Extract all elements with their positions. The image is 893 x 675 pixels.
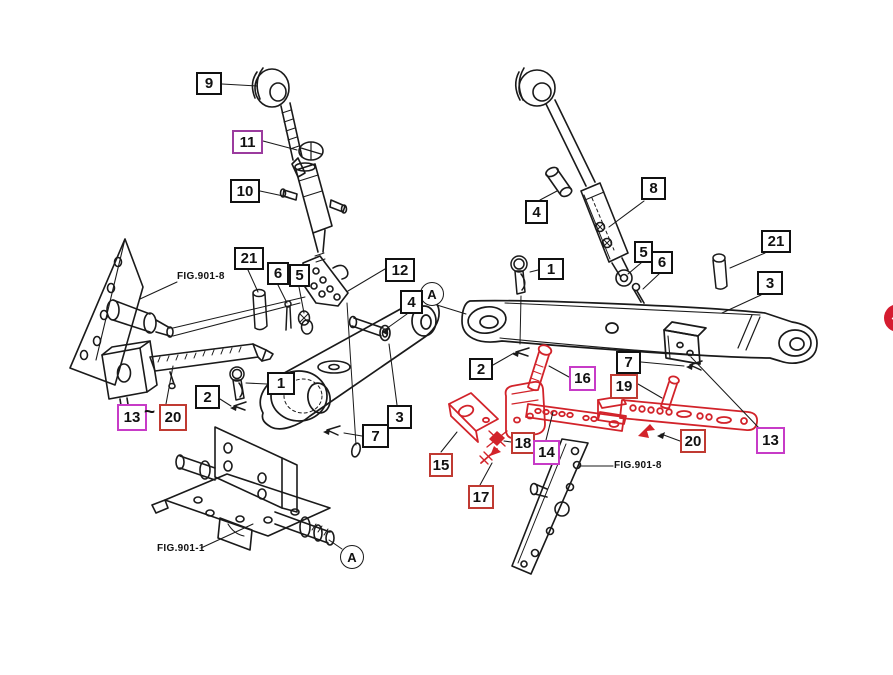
- tilde-range-mark: ~: [144, 402, 156, 423]
- callout-12[interactable]: 12: [385, 258, 415, 282]
- left-pins: [229, 366, 341, 436]
- section-marker-a-2: A: [340, 545, 364, 569]
- callout-7-right[interactable]: 7: [616, 351, 641, 374]
- callout-13-left[interactable]: 13: [117, 404, 147, 431]
- right-lift-rod: [514, 67, 645, 304]
- callout-4-right[interactable]: 4: [525, 200, 548, 224]
- callout-18[interactable]: 18: [511, 432, 535, 454]
- callout-9[interactable]: 9: [196, 72, 222, 95]
- callout-3-right[interactable]: 3: [757, 271, 783, 295]
- callout-11[interactable]: 11: [232, 130, 263, 154]
- callout-7-left[interactable]: 7: [362, 424, 389, 448]
- callout-10[interactable]: 10: [230, 179, 260, 203]
- callout-20-right[interactable]: 20: [680, 429, 706, 453]
- callout-1-right[interactable]: 1: [538, 258, 564, 280]
- section-marker-a-1: A: [420, 282, 444, 306]
- fig-ref-right[interactable]: FIG.901-8: [614, 460, 662, 471]
- callout-3-left[interactable]: 3: [387, 405, 412, 429]
- callout-6-right[interactable]: 6: [651, 251, 673, 274]
- callout-2-right[interactable]: 2: [469, 358, 493, 380]
- callout-16[interactable]: 16: [569, 366, 596, 391]
- callout-5-left[interactable]: 5: [289, 264, 310, 287]
- small-parts-left: [252, 288, 314, 335]
- left-check-chain-bracket: [69, 238, 306, 386]
- right-lower-link: [461, 299, 818, 365]
- next-page-button[interactable]: [884, 304, 893, 332]
- callout-21-right[interactable]: 21: [761, 230, 791, 253]
- callout-14[interactable]: 14: [533, 440, 560, 465]
- fig-ref-left[interactable]: FIG.901-8: [177, 271, 225, 282]
- drawbar-frame: [151, 426, 335, 551]
- callout-2-left[interactable]: 2: [195, 385, 220, 409]
- callout-20-left[interactable]: 20: [159, 404, 187, 431]
- callout-19[interactable]: 19: [610, 374, 638, 399]
- callout-6-left[interactable]: 6: [267, 262, 289, 285]
- callout-21-left[interactable]: 21: [234, 247, 264, 270]
- callout-15[interactable]: 15: [429, 453, 453, 477]
- callout-17[interactable]: 17: [468, 485, 494, 509]
- callout-13-right[interactable]: 13: [756, 427, 785, 454]
- callout-1-left[interactable]: 1: [267, 372, 295, 395]
- callout-4-left[interactable]: 4: [400, 290, 423, 314]
- top-link-assembly: [251, 67, 362, 458]
- red-drawbar-assembly: [448, 344, 758, 465]
- callout-8[interactable]: 8: [641, 177, 666, 200]
- fig-ref-bottom[interactable]: FIG.901-1: [157, 543, 205, 554]
